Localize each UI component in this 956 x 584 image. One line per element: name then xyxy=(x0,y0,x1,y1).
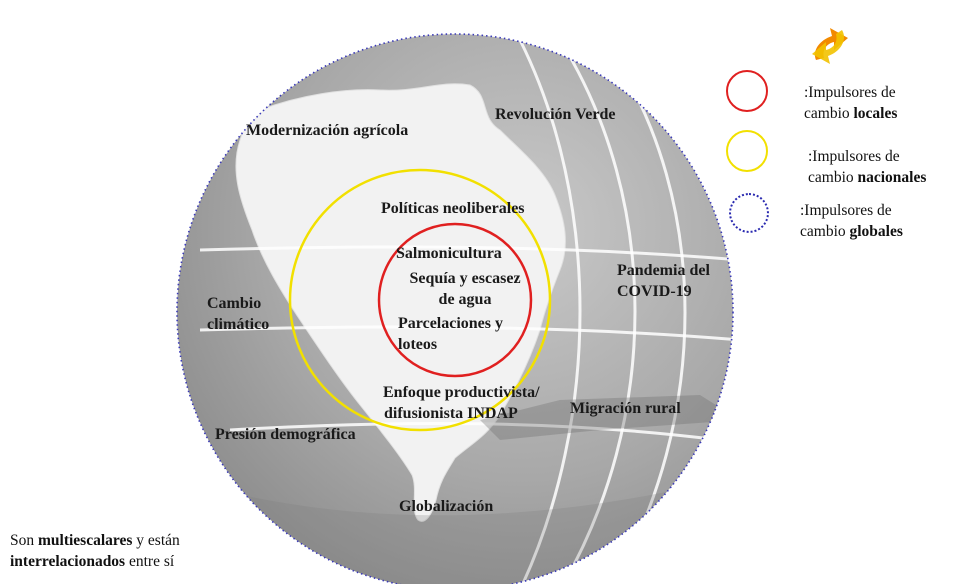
legend-national-text: :Impulsores de cambio nacionales xyxy=(808,146,926,188)
local-ring xyxy=(377,222,533,378)
legend-national-ring xyxy=(726,130,768,172)
label-parcelaciones: Parcelaciones y loteos xyxy=(398,313,503,355)
legend-local-ring xyxy=(726,70,768,112)
national-ring xyxy=(288,168,552,432)
legend-global-text: :Impulsores de cambio globales xyxy=(800,200,903,242)
label-sequia-line1: Sequía y escasez xyxy=(409,270,521,287)
footnote-line1: Son multiescalares y están xyxy=(10,532,180,549)
footnote: Son multiescalares y están interrelacion… xyxy=(10,530,180,572)
label-cambio-climatico: Cambio climático xyxy=(207,293,269,335)
legend-local-line2: cambio locales xyxy=(804,105,898,122)
label-parcelaciones-line2: loteos xyxy=(398,336,438,353)
legend-global-ring xyxy=(729,193,769,233)
legend-national-line1: :Impulsores de xyxy=(808,148,900,165)
label-globalizacion: Globalización xyxy=(399,498,494,515)
continent-landmass xyxy=(235,83,566,522)
shadow-band xyxy=(480,395,733,440)
legend-global-line2: cambio globales xyxy=(800,223,903,240)
label-pandemia: Pandemia del COVID-19 xyxy=(617,260,710,302)
label-pandemia-line2: COVID-19 xyxy=(617,283,692,300)
label-salmonicultura: Salmonicultura xyxy=(396,245,502,262)
swirl-arrow-icon xyxy=(812,28,848,64)
meridian-lines xyxy=(199,39,733,584)
label-cambio-line1: Cambio xyxy=(207,295,262,312)
label-sequia: Sequía y escasez de agua xyxy=(400,268,530,310)
legend-local-line1: :Impulsores de xyxy=(804,84,896,101)
label-enfoque: Enfoque productivista/ difusionista INDA… xyxy=(383,382,540,424)
legend-global-line1: :Impulsores de xyxy=(800,202,892,219)
label-revolucion-verde: Revolución Verde xyxy=(495,106,616,123)
label-parcelaciones-line1: Parcelaciones y xyxy=(398,315,504,332)
label-modernizacion: Modernización agrícola xyxy=(246,122,409,139)
label-presion: Presión demográfica xyxy=(215,426,356,443)
legend-national-line2: cambio nacionales xyxy=(808,169,927,186)
label-enfoque-line1: Enfoque productivista/ xyxy=(383,384,540,401)
label-enfoque-line2: difusionista INDAP xyxy=(384,405,518,422)
label-sequia-line2: de agua xyxy=(438,291,492,308)
label-migracion: Migración rural xyxy=(570,400,681,417)
label-cambio-line2: climático xyxy=(207,316,270,333)
label-politicas: Políticas neoliberales xyxy=(381,200,525,217)
label-pandemia-line1: Pandemia del xyxy=(617,262,710,279)
global-ring xyxy=(176,33,734,584)
legend-local-text: :Impulsores de cambio locales xyxy=(804,82,897,124)
footnote-line2: interrelacionados entre sí xyxy=(10,553,175,570)
